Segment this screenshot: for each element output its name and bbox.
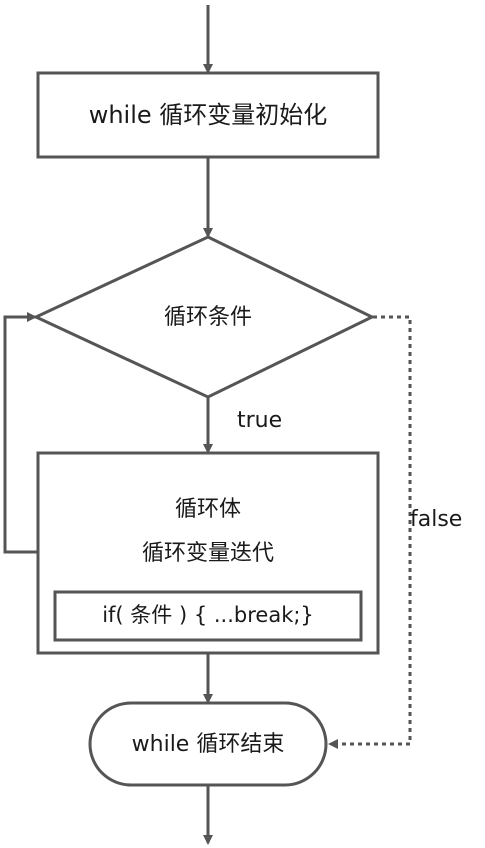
- init-label: while 循环变量初始化: [89, 101, 328, 129]
- init-box: [36, 71, 380, 159]
- false-label: false: [410, 507, 462, 532]
- loop-back-arrow: [3, 312, 38, 554]
- break-check-label: if( 条件 ) { ...break;}: [102, 603, 314, 627]
- end-label: while 循环结束: [132, 732, 285, 757]
- false-path-arrow: [328, 315, 412, 749]
- true-label: true: [237, 408, 282, 433]
- loop-body-label: 循环体: [175, 497, 241, 522]
- condition-diamond: [32, 235, 376, 399]
- break-check-box: [53, 590, 363, 642]
- loop-iteration-label: 循环变量迭代: [142, 541, 274, 566]
- condition-label: 循环条件: [164, 305, 252, 330]
- end-terminator: [88, 701, 328, 787]
